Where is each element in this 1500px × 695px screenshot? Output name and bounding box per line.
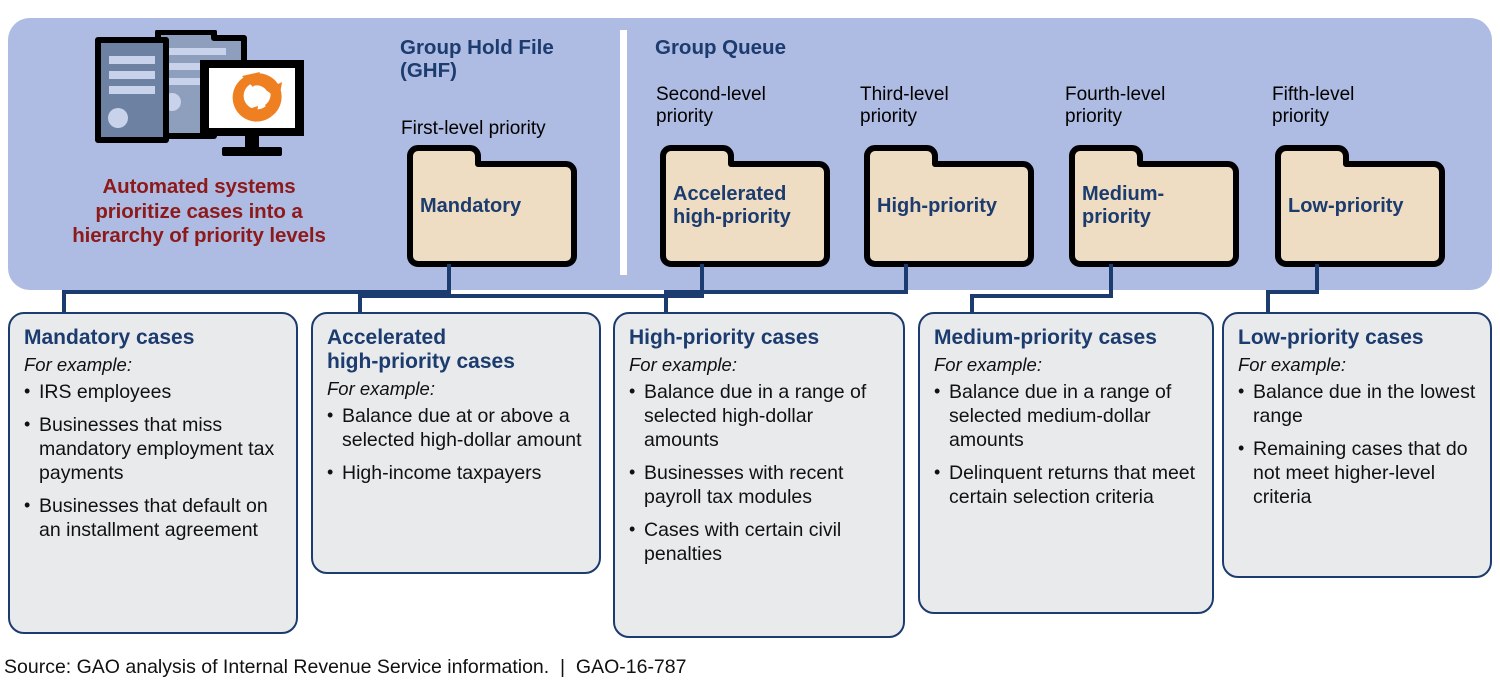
folder-mandatory[interactable]: Mandatory — [404, 142, 580, 270]
case-box-low-priority-cases: Low-priority cases For example: Balance … — [1222, 312, 1492, 578]
case-box-accelerated-high-priority-cases: Accelerated high-priority cases For exam… — [311, 312, 601, 574]
section-title-group-hold-file: Group Hold File (GHF) — [400, 36, 610, 82]
folder-low-priority[interactable]: Low-priority — [1272, 142, 1448, 270]
level-label-fourth: Fourth-level priority — [1065, 84, 1240, 128]
list-item: Balance due in a range of selected high-… — [629, 379, 890, 452]
case-list-low-priority: Balance due in the lowest range Remainin… — [1238, 379, 1477, 509]
case-title-low-priority-line-1: Low-priority cases — [1238, 326, 1424, 349]
third-level-line-2: priority — [860, 106, 918, 127]
fourth-level-line-2: priority — [1065, 106, 1123, 127]
second-level-line-2: priority — [656, 106, 714, 127]
case-title-medium-priority-line-1: Medium-priority cases — [934, 326, 1157, 349]
case-list-high-priority: Balance due in a range of selected high-… — [629, 379, 890, 566]
caption-line-3: hierarchy of priority levels — [72, 224, 326, 247]
case-box-mandatory-cases: Mandatory cases For example: IRS employe… — [8, 312, 298, 634]
case-title-mandatory-line-1: Mandatory cases — [24, 326, 195, 349]
folder-label-low-priority: Low-priority — [1288, 142, 1438, 270]
case-title-mandatory: Mandatory cases — [24, 326, 283, 350]
case-title-accelerated: Accelerated high-priority cases — [327, 326, 586, 374]
case-example-label-medium-priority: For example: — [934, 354, 1042, 375]
source-note: Source: GAO analysis of Internal Revenue… — [4, 656, 687, 678]
second-level-line-1: Second-level — [656, 84, 766, 105]
case-example-label-accelerated: For example: — [327, 378, 435, 399]
list-item: Businesses with recent payroll tax modul… — [629, 460, 890, 509]
list-item: Businesses that miss mandatory employmen… — [24, 412, 283, 485]
list-item: Remaining cases that do not meet higher-… — [1238, 436, 1477, 509]
case-example-label-high-priority: For example: — [629, 354, 737, 375]
list-item: Balance due at or above a selected high-… — [327, 403, 586, 452]
folder-text-low-priority: Low-priority — [1288, 194, 1404, 217]
case-example-label-mandatory: For example: — [24, 354, 132, 375]
fifth-level-line-2: priority — [1272, 106, 1330, 127]
fifth-level-line-1: Fifth-level — [1272, 84, 1355, 105]
section-title-group-queue: Group Queue — [655, 36, 885, 59]
folder-text-medium-line-1: Medium- — [1082, 183, 1165, 205]
case-list-medium-priority: Balance due in a range of selected mediu… — [934, 379, 1199, 509]
case-title-accelerated-line-1: Accelerated — [327, 326, 447, 349]
case-list-mandatory: IRS employees Businesses that miss manda… — [24, 379, 283, 542]
caption-line-1: Automated systems — [102, 175, 296, 198]
third-level-line-1: Third-level — [860, 84, 949, 105]
caption-line-2: prioritize cases into a — [95, 199, 303, 223]
case-box-high-priority-cases: High-priority cases For example: Balance… — [613, 312, 905, 638]
folder-label-medium-priority: Medium- priority — [1082, 142, 1232, 270]
folder-label-high-priority: High-priority — [877, 142, 1027, 270]
group-queue-title-line-1: Group Queue — [655, 36, 786, 59]
folder-label-accelerated-high-priority: Accelerated high-priority — [673, 142, 823, 270]
level-label-first: First-level priority — [401, 118, 616, 140]
folder-accelerated-high-priority[interactable]: Accelerated high-priority — [657, 142, 833, 270]
case-title-high-priority: High-priority cases — [629, 326, 890, 350]
list-item: Balance due in the lowest range — [1238, 379, 1477, 428]
folder-label-mandatory: Mandatory — [420, 142, 570, 270]
case-title-medium-priority: Medium-priority cases — [934, 326, 1199, 350]
ghf-title-line-2: (GHF) — [400, 59, 457, 82]
section-divider — [620, 30, 627, 275]
case-title-high-priority-line-1: High-priority cases — [629, 326, 820, 349]
automated-systems-caption: Automated systems prioritize cases into … — [18, 175, 380, 249]
list-item: IRS employees — [24, 379, 283, 404]
automated-systems-icon — [90, 29, 312, 160]
folder-text-medium-line-2: priority — [1082, 206, 1151, 228]
folder-text-high-priority: High-priority — [877, 194, 997, 217]
folder-text-accelerated-line-2: high-priority — [673, 206, 791, 228]
list-item: Balance due in a range of selected mediu… — [934, 379, 1199, 452]
case-list-accelerated: Balance due at or above a selected high-… — [327, 403, 586, 485]
case-example-label-low-priority: For example: — [1238, 354, 1346, 375]
first-level-line-1: First-level priority — [401, 118, 546, 139]
folder-high-priority[interactable]: High-priority — [861, 142, 1037, 270]
level-label-third: Third-level priority — [860, 84, 1025, 128]
folder-medium-priority[interactable]: Medium- priority — [1066, 142, 1242, 270]
level-label-fifth: Fifth-level priority — [1272, 84, 1437, 128]
ghf-title-line-1: Group Hold File — [400, 36, 554, 59]
folder-text-mandatory: Mandatory — [420, 194, 522, 217]
folder-text-accelerated-line-1: Accelerated — [673, 183, 787, 205]
automated-systems-block: Automated systems prioritize cases into … — [18, 20, 380, 270]
level-label-second: Second-level priority — [656, 84, 821, 128]
case-title-accelerated-line-2: high-priority cases — [327, 350, 515, 373]
list-item: Cases with certain civil penalties — [629, 517, 890, 566]
fourth-level-line-1: Fourth-level — [1065, 84, 1166, 105]
case-title-low-priority: Low-priority cases — [1238, 326, 1477, 350]
list-item: Delinquent returns that meet certain sel… — [934, 460, 1199, 509]
list-item: Businesses that default on an installmen… — [24, 493, 283, 542]
list-item: High-income taxpayers — [327, 460, 586, 485]
case-box-medium-priority-cases: Medium-priority cases For example: Balan… — [918, 312, 1214, 614]
